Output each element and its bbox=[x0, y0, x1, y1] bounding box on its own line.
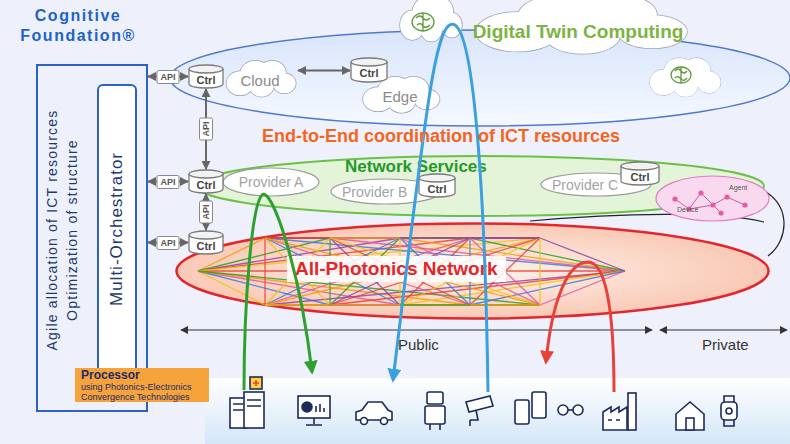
controller-cylinder: Ctrl bbox=[188, 169, 224, 194]
node-text: Ctrl bbox=[197, 68, 216, 86]
heading-label: End-to-End coordination of ICT resources bbox=[262, 126, 620, 147]
node-text: Cognitive Foundation® bbox=[8, 6, 148, 46]
node-text: Ctrl bbox=[360, 61, 379, 79]
device-strip bbox=[205, 378, 790, 444]
data-flow-arrow bbox=[546, 262, 614, 392]
device-icons bbox=[230, 377, 737, 430]
controller-cylinder: Ctrl bbox=[188, 64, 224, 89]
node-text: Edge bbox=[382, 84, 417, 105]
node-text: Network Services bbox=[345, 157, 487, 177]
node-text: All-Photonics Network bbox=[287, 256, 506, 282]
node-text: Processor bbox=[81, 369, 140, 382]
controller-cylinder: Ctrl bbox=[620, 161, 660, 186]
api-label: API bbox=[156, 236, 179, 250]
node-text: Ctrl bbox=[631, 165, 650, 183]
provider-ellipse: Provider CCtrl bbox=[540, 172, 652, 197]
node-text: Digital Twin Computing bbox=[473, 3, 684, 43]
api-label: API bbox=[156, 175, 179, 189]
controller-cylinder: Ctrl bbox=[350, 57, 388, 83]
node-text: Cloud bbox=[240, 68, 279, 89]
api-label: API bbox=[156, 70, 179, 84]
node-text: using Photonics-Electronics Convergence … bbox=[81, 382, 209, 402]
api-connector bbox=[298, 70, 350, 72]
scope-label: Public bbox=[398, 336, 439, 353]
device-ellipse: Device Agent bbox=[655, 175, 770, 222]
scope-arrow bbox=[181, 329, 787, 330]
node-text: Provider B bbox=[342, 184, 407, 200]
device-ellipse-outline bbox=[655, 175, 770, 222]
node-text: Ctrl bbox=[197, 234, 216, 252]
orchestrator-box: Multi-Orchestrator bbox=[97, 84, 137, 374]
controller-cylinder: Ctrl bbox=[188, 230, 224, 255]
controller-cylinder: Ctrl bbox=[418, 173, 456, 198]
node-text: Provider A bbox=[239, 174, 304, 190]
data-flow-arrow bbox=[393, 24, 488, 392]
cloud-shape: Cloud bbox=[222, 58, 298, 98]
api-label: API bbox=[199, 200, 213, 223]
provider-ellipse: Provider A bbox=[222, 167, 320, 197]
foundation-box: Cognitive Foundation®Agile allocation of… bbox=[36, 64, 148, 412]
cloud-layer-ellipse bbox=[170, 30, 790, 126]
cloud-shape: Digital Twin Computing bbox=[462, 0, 694, 56]
processor-box: Processorusing Photonics-Electronics Con… bbox=[75, 368, 209, 402]
api-label: API bbox=[199, 117, 213, 140]
brain-cloud bbox=[400, 0, 462, 42]
node-text: Ctrl bbox=[428, 177, 447, 195]
data-flow-arrow bbox=[244, 194, 312, 390]
node-text: Ctrl bbox=[197, 173, 216, 191]
node-text: Agent bbox=[729, 184, 747, 191]
provider-ellipse: Provider BCtrl bbox=[330, 178, 442, 205]
node-text: Device bbox=[677, 206, 698, 213]
network-ellipse: All-Photonics Network bbox=[175, 222, 770, 320]
scope-label: Private bbox=[702, 336, 749, 353]
node-text: Provider C bbox=[552, 177, 618, 193]
node-text: Multi-Orchestrator bbox=[97, 84, 137, 374]
brain-cloud bbox=[650, 58, 721, 97]
node-text: Agile allocation of ICT resources Optimi… bbox=[42, 70, 82, 390]
